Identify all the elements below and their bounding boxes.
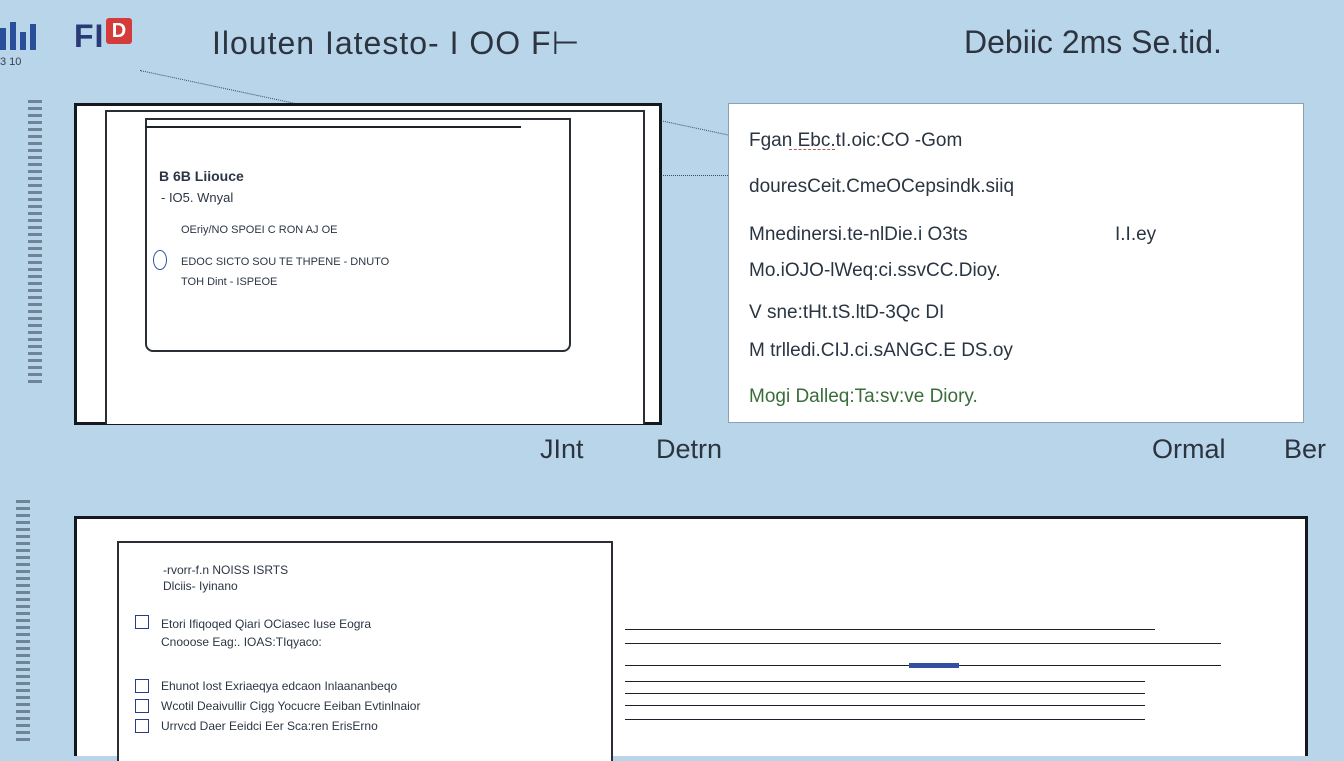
annotation-mark bbox=[789, 149, 835, 150]
option-line: Wcotil Deaivullir Cigg Yocucre Eeiban Ev… bbox=[161, 699, 421, 713]
left-margin-scribble bbox=[28, 100, 42, 385]
checkbox-icon[interactable] bbox=[135, 699, 149, 713]
dialog-line: TOH Dint - ISPEOE bbox=[181, 276, 278, 288]
brand-logo-box: D bbox=[106, 18, 133, 44]
dialog-line: EDOC SICTO SOU TE THPENE - DNUTO bbox=[181, 256, 390, 268]
connector-line bbox=[660, 175, 730, 176]
settings-dialog[interactable] bbox=[117, 541, 613, 761]
progress-track bbox=[625, 705, 1145, 706]
option-line: Urrvcd Daer Eeidci Eer Sca:ren ErisErno bbox=[161, 719, 378, 733]
app-logo-icon bbox=[0, 22, 44, 50]
progress-track bbox=[625, 681, 1145, 682]
option-line: Etori Ifiqoqed Qiari OCiasec Iuse Eogra bbox=[161, 617, 372, 631]
label-left: JInt bbox=[540, 434, 584, 464]
checkbox-icon[interactable] bbox=[135, 719, 149, 733]
brand-subtitle: 3 10 bbox=[0, 56, 22, 68]
detail-line: V sne:tHt.tS.ltD-3Qc DI bbox=[749, 302, 945, 323]
progress-track bbox=[625, 643, 1221, 644]
detail-line: M trlledi.CIJ.ci.sANGC.E DS.oy bbox=[749, 340, 1013, 361]
window-preview-bottom[interactable]: -rvorr-f.n NOISS ISRTS Dlciis- Iyinano E… bbox=[74, 516, 1308, 761]
page-title: Ilouten Iatesto- I OO F⊢ bbox=[212, 25, 581, 61]
dialog-title-bar bbox=[145, 126, 521, 128]
window-preview-left[interactable]: B 6B Liiouce - IO5. Wnyal OEriy/NO SPOEI… bbox=[74, 103, 662, 425]
detail-line: Fgan Ebc.tI.oic:CO -Gom bbox=[749, 130, 963, 151]
left-margin-scribble bbox=[16, 500, 30, 745]
option-line: Cnooose Eag:. IOAS:TIqyaco: bbox=[161, 635, 322, 649]
connector-line bbox=[139, 70, 297, 105]
detail-list-panel: Fgan Ebc.tI.oic:CO -Gom douresCeit.CmeOC… bbox=[728, 103, 1304, 423]
dialog-line: B 6B Liiouce bbox=[159, 168, 244, 184]
slider-thumb-icon[interactable] bbox=[909, 663, 959, 668]
dialog-box[interactable] bbox=[145, 118, 571, 352]
checkbox-icon[interactable] bbox=[135, 679, 149, 693]
progress-track bbox=[625, 693, 1145, 694]
dialog-line: - IO5. Wnyal bbox=[161, 190, 234, 205]
checkbox-icon[interactable] bbox=[135, 615, 149, 629]
detail-line-suffix: I.I.ey bbox=[1115, 224, 1157, 245]
label-right-a: Ormal bbox=[1152, 434, 1226, 464]
radio-indicator-icon[interactable] bbox=[153, 250, 167, 270]
detail-line: Mnedinersi.te-nlDie.i O3ts bbox=[749, 224, 968, 245]
dialog-header-line: Dlciis- Iyinano bbox=[163, 579, 238, 593]
detail-line: Mogi Dalleq:Ta:sv:ve Diory. bbox=[749, 386, 978, 407]
label-center: Detrn bbox=[656, 434, 723, 464]
option-line: Ehunot Iost Exriaeqya edcaon Inlaananbeq… bbox=[161, 679, 398, 693]
dialog-line: OEriy/NO SPOEI C RON AJ OE bbox=[181, 224, 338, 236]
connector-line bbox=[659, 120, 729, 136]
header-right-title: Debiic 2ms Se.tid. bbox=[964, 24, 1222, 60]
detail-line: Mo.iOJO-lWeq:ci.ssvCC.Dioy. bbox=[749, 260, 1001, 281]
dialog-header-line: -rvorr-f.n NOISS ISRTS bbox=[163, 563, 289, 577]
progress-track bbox=[625, 629, 1155, 630]
detail-line: douresCeit.CmeOCepsindk.siiq bbox=[749, 176, 1015, 197]
label-right-b: Ber bbox=[1284, 434, 1327, 464]
brand-logo-text: FI bbox=[74, 18, 105, 54]
progress-track bbox=[625, 719, 1145, 720]
